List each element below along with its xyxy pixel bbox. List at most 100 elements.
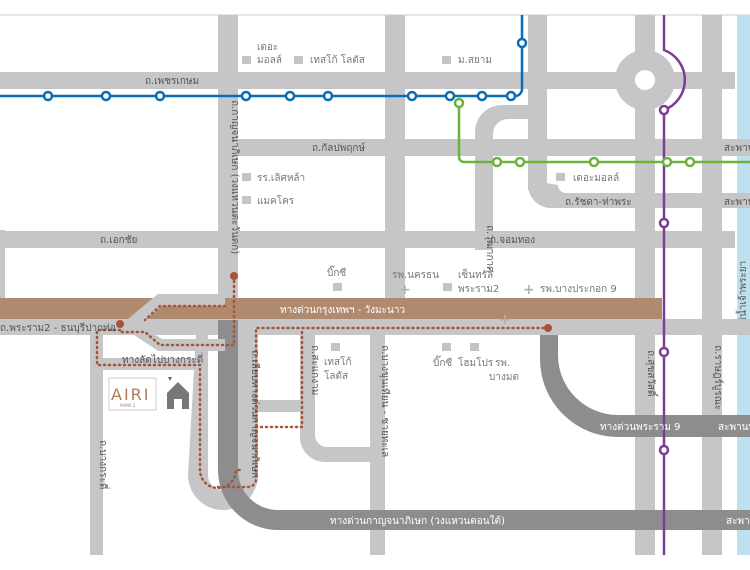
road-link xyxy=(253,400,303,412)
project-sub: RAMA 2 xyxy=(120,403,136,408)
road-bangkhunthian xyxy=(370,335,385,555)
road-kanaeng xyxy=(300,335,375,462)
label-shortcut: ทางลัดไปบางกระดี่ xyxy=(122,352,203,366)
building-icon xyxy=(331,343,340,351)
poi-tesco1: เทสโก้ โลตัส xyxy=(310,53,365,66)
river-label: แม่น้ำเจ้าพระยา xyxy=(735,261,749,330)
poi-makro: แมคโคร xyxy=(257,194,295,207)
station-icon xyxy=(516,37,528,49)
label-kanaeng: ถ.สะแกงาม xyxy=(309,345,320,395)
road-shortcut xyxy=(97,358,197,370)
building-icon xyxy=(294,56,303,64)
building-icon xyxy=(556,173,565,181)
roundabout-center xyxy=(635,70,655,90)
station-icon xyxy=(658,444,670,456)
building-icon xyxy=(442,56,451,64)
road-parallel xyxy=(188,335,258,510)
station-icon xyxy=(658,217,670,229)
stations xyxy=(42,37,696,456)
label-chomthong: ถ.จอมทอง xyxy=(490,235,535,246)
project-logo-box xyxy=(108,377,157,411)
label-rama9-exp: ทางด่วนพระราม 9 xyxy=(600,422,681,433)
building-icon xyxy=(242,196,251,204)
label-expressway: ทางด่วนกรุงเทพฯ - วังมะนาว xyxy=(280,305,405,316)
label-ekkachai: ถ.เอกชัย xyxy=(100,235,137,246)
project-marker[interactable]: AIRI RAMA 2 xyxy=(108,377,189,411)
building-icon xyxy=(442,343,451,351)
label-phetkasem: ถ.เพชรเกษม xyxy=(145,76,199,87)
road-kanchana-v xyxy=(218,15,238,320)
marker-arrow-icon xyxy=(168,377,172,381)
poi-homepro: โฮมโปร xyxy=(458,356,494,369)
poi-bigc2: บิ๊กซี xyxy=(433,355,452,369)
label-parallel: ถ.เลียบทางด่วนกาญจนาภิเษก xyxy=(249,350,261,478)
hospital-icon: + xyxy=(499,312,511,328)
station-icon xyxy=(322,90,334,102)
expressway-rama9 xyxy=(540,335,750,437)
station-icon xyxy=(661,156,673,168)
ramp-up xyxy=(126,294,225,330)
station-icon xyxy=(491,156,503,168)
poi-themall2: เดอะมอลล์ xyxy=(573,172,619,184)
label-bangkhunthian: ถ.บางขุนเทียน - ชายทะเล xyxy=(379,345,391,457)
hospital-icon: + xyxy=(399,282,411,298)
poi-tesco2: เทสโก้ xyxy=(324,355,352,368)
label-bangkradi: ถ.บางกระดี่ xyxy=(97,440,111,489)
station-icon xyxy=(284,90,296,102)
route-start-dot xyxy=(230,272,238,280)
label-kanchana-exp: ทางด่วนกาญจนาภิเษก (วงแหวนตอนใต้) xyxy=(330,515,505,527)
route-rama2-dot xyxy=(116,320,124,328)
poi-bangmod-b: บางมด xyxy=(489,372,519,383)
poi-tesco2-b: โลตัส xyxy=(324,369,348,382)
building-icon xyxy=(242,56,251,64)
label-ratburana: ถ.ราษฎร์บูรณะ xyxy=(712,345,724,410)
label-ratchada: ถ.รัชดา-ท่าพระ xyxy=(565,197,632,208)
station-icon xyxy=(684,156,696,168)
light-roads xyxy=(0,15,750,555)
poi-themall1: เดอะ xyxy=(257,42,278,53)
poi-labels: เดอะ มอลล์ เทสโก้ โลตัส ม.สยาม รร.เลิศหล… xyxy=(257,42,619,383)
road-left xyxy=(0,230,5,320)
label-bridge1: สะพาน xyxy=(724,143,750,154)
station-icon xyxy=(658,346,670,358)
route-dotted xyxy=(95,274,550,490)
station-icon xyxy=(453,97,465,109)
building-icon xyxy=(242,173,251,181)
road-bangkradi xyxy=(90,335,103,555)
road-wutthakat xyxy=(475,105,528,250)
station-icon xyxy=(588,156,600,168)
label-kanchana-v: ถ.กาญจนาภิเษก (วงแหวนตะวันตก) xyxy=(229,100,240,254)
road-kanlapaphruek xyxy=(238,139,750,156)
hospital-icons: + + + xyxy=(399,282,535,328)
road-v1 xyxy=(385,15,405,320)
hospital-icon: + xyxy=(523,282,535,298)
house-icon xyxy=(167,382,189,409)
station-icon xyxy=(100,90,112,102)
purple-line xyxy=(662,15,687,555)
building-icon xyxy=(333,283,342,291)
label-rama2: ถ.พระราม2 - ธนบุรีปากท่อ xyxy=(0,322,116,334)
poi-siam-u: ม.สยาม xyxy=(458,55,492,66)
poi-school: รร.เลิศหล้า xyxy=(257,172,305,184)
poi-bangprakok: รพ.บางประกอก 9 xyxy=(540,284,617,295)
road-rama2 xyxy=(0,319,750,335)
road-ekkachai xyxy=(0,231,735,248)
road-v2 xyxy=(528,15,547,190)
poi-themall1b: มอลล์ xyxy=(257,54,282,66)
poi-bigc1: บิ๊กซี xyxy=(327,265,346,279)
poi-central: เซ็นทรัล xyxy=(458,267,493,281)
poi-central-b: พระราม2 xyxy=(458,284,499,295)
station-icon xyxy=(444,90,456,102)
station-icon xyxy=(406,90,418,102)
building-icon xyxy=(470,343,479,351)
label-wutthakat: ถ.วุฒากาศ xyxy=(484,225,495,273)
station-icon xyxy=(154,90,166,102)
project-logo: AIRI xyxy=(111,385,151,404)
poi-nakornthon: รพ.นครธน xyxy=(392,270,439,281)
road-phetkasem xyxy=(0,72,735,89)
station-icon xyxy=(42,90,54,102)
station-icon xyxy=(658,104,670,116)
label-bridge2: สะพาน xyxy=(724,197,750,208)
label-bridge3: สะพานพ xyxy=(718,422,750,433)
